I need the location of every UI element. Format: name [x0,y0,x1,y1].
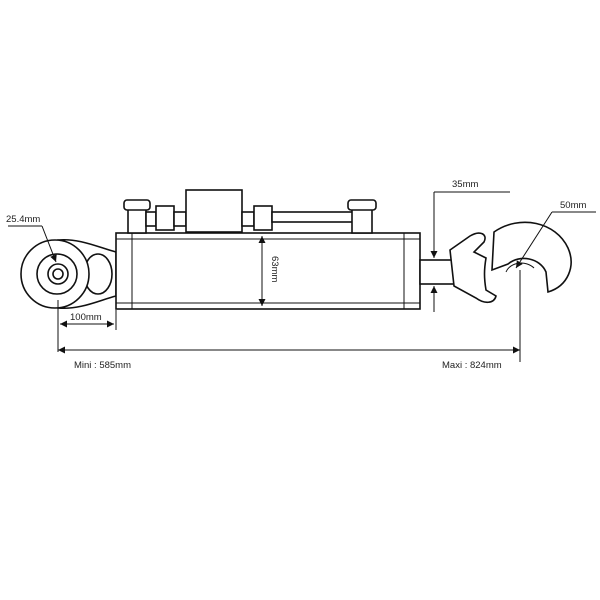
hook-size-label: 50mm [560,200,586,211]
ball-eye-end [20,238,117,310]
pin-diameter-label: 25.4mm [6,214,40,225]
dimension-tube-diameter: 63mm [258,236,280,306]
cylinder-tube [115,232,421,310]
hook-end [449,221,572,304]
tube-diameter-label: 63mm [269,256,280,282]
hydraulic-fittings [123,189,377,234]
dimension-overall-length: Mini : 585mm Maxi : 824mm [58,270,521,371]
rod-diameter-label: 35mm [452,179,478,190]
dimension-eye-length: 100mm [57,300,117,352]
max-length-label: Maxi : 824mm [442,360,502,371]
dimension-pin-diameter: 25.4mm [6,214,57,263]
dimension-hook-size: 50mm [515,200,596,269]
min-length-label: Mini : 585mm [74,360,131,371]
eye-length-label: 100mm [70,312,102,323]
dimension-rod-diameter: 35mm [430,179,510,312]
